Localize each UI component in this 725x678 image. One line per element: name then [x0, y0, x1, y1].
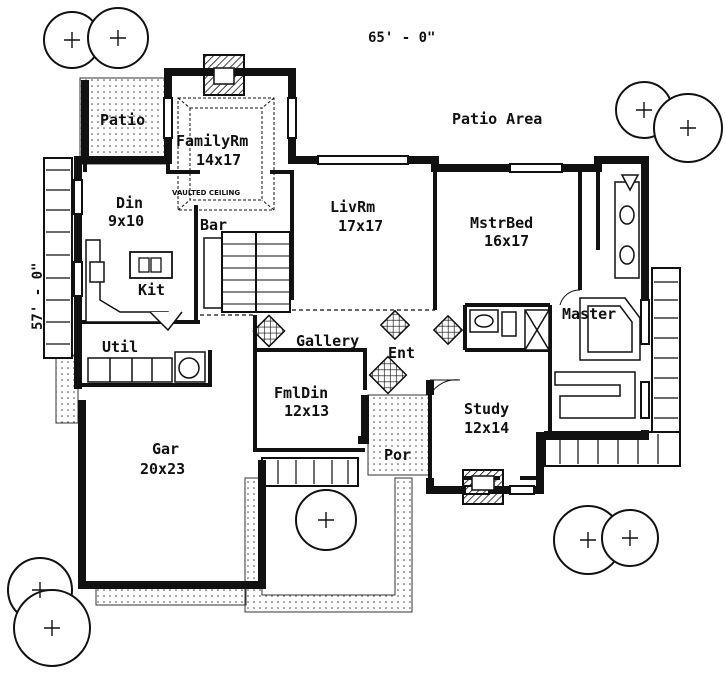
width-dimension: 65' - 0" — [368, 30, 435, 46]
room-label-family: FamilyRm — [176, 132, 248, 150]
door-swings — [429, 289, 581, 396]
room-label-gallery: Gallery — [296, 332, 359, 350]
room-label-por: Por — [384, 446, 411, 464]
depth-dimension: 57' - 0" — [30, 263, 46, 330]
stone-planter-right — [651, 267, 681, 439]
master-bath-fixtures — [469, 174, 641, 419]
room-size-mstrbed: 16x17 — [484, 232, 529, 250]
room-label-patio: Patio — [100, 111, 145, 129]
dashed-openings — [200, 309, 435, 316]
room-label-master: Master — [562, 305, 616, 323]
porch-slab — [367, 394, 431, 476]
floor-tiles — [252, 309, 464, 395]
stone-planter-front — [261, 457, 359, 487]
room-size-livrm: 17x17 — [338, 217, 383, 235]
room-label-ent: Ent — [388, 344, 415, 362]
room-size-study: 12x14 — [464, 419, 509, 437]
patio-slab — [79, 77, 169, 165]
room-size-gar: 20x23 — [140, 460, 185, 478]
vaulted-ceiling-note: VAULTED CEILING — [172, 189, 240, 197]
fireplace-family — [203, 54, 245, 96]
room-label-kit: Kit — [138, 281, 165, 299]
kitchen-island — [129, 251, 173, 279]
utility-appliances — [87, 351, 206, 383]
room-label-util: Util — [102, 338, 138, 356]
room-label-gar: Gar — [152, 440, 179, 458]
room-size-family: 14x17 — [196, 151, 241, 169]
stone-planter-left — [43, 157, 73, 359]
stairs — [203, 231, 291, 313]
room-size-fmldin: 12x13 — [284, 402, 329, 420]
shrub-centers — [32, 30, 696, 636]
vaulted-ceiling-outline — [177, 97, 275, 211]
room-size-din: 9x10 — [108, 212, 144, 230]
kitchen-counters — [85, 239, 183, 332]
interior-walls — [82, 160, 600, 480]
room-label-study: Study — [464, 400, 509, 418]
room-label-livrm: LivRm — [330, 198, 375, 216]
room-label-mstrbed: MstrBed — [470, 214, 533, 232]
room-label-din: Din — [116, 194, 143, 212]
room-label-bar: Bar — [200, 216, 227, 234]
room-label-patio-area: Patio Area — [452, 110, 542, 128]
fireplace-study — [462, 469, 504, 505]
room-label-fmldin: FmlDin — [274, 384, 328, 402]
